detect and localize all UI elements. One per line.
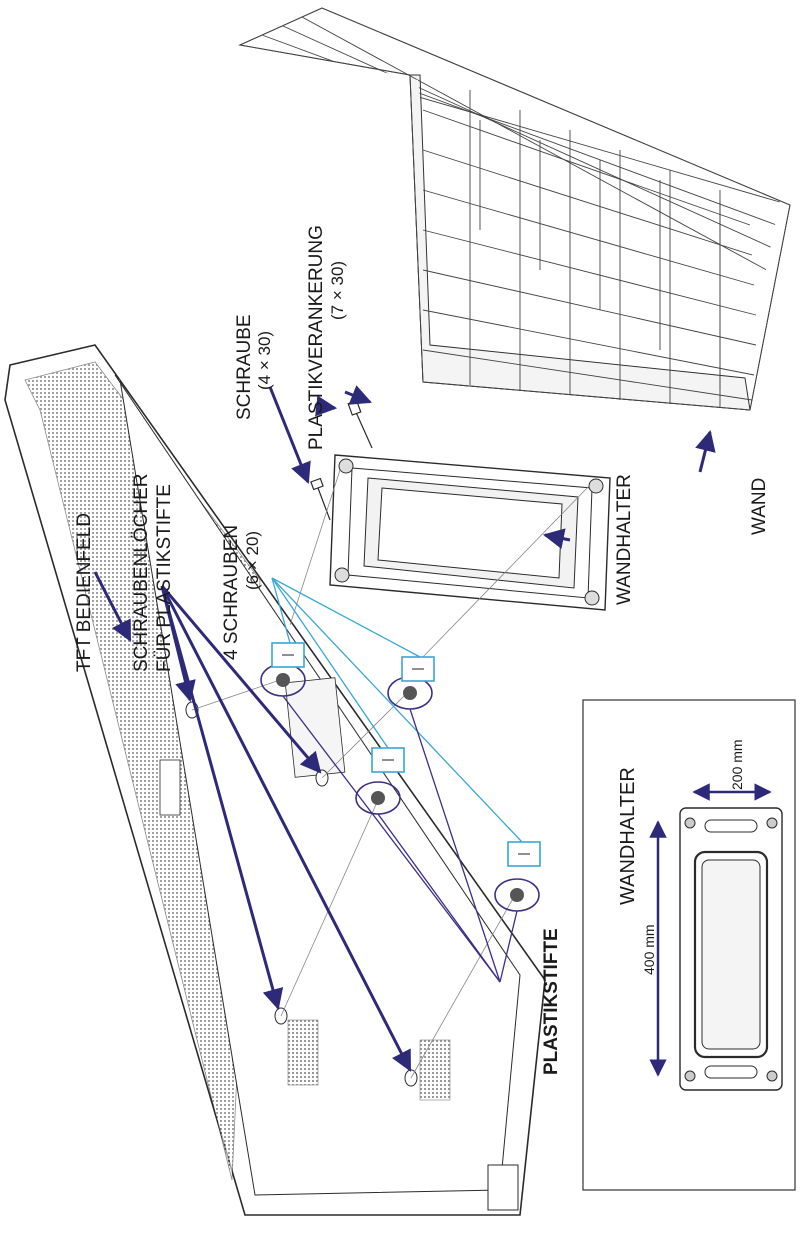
labels: TFT BEDIENFELD SCHRAUBENLÖCHER FÜR PLAST… xyxy=(74,225,770,1075)
wall-bracket-illustration xyxy=(329,454,611,611)
label-wall: WAND xyxy=(749,478,770,535)
bracket-dimension-inset: WANDHALTER 400 mm 200 mm xyxy=(582,699,796,1191)
label-wall-bracket: WANDHALTER xyxy=(614,474,635,605)
wall-illustration xyxy=(238,7,791,411)
label-tft-panel: TFT BEDIENFELD xyxy=(74,513,95,672)
label-anchor: PLASTIKVERANKERUNG xyxy=(306,225,327,450)
inset-dim-long: 400 mm xyxy=(641,924,657,975)
screw-glyphs xyxy=(282,654,530,855)
label-screw-holes-line1: SCHRAUBENLÖCHER xyxy=(131,474,152,672)
label-screw: SCHRAUBE xyxy=(234,314,255,420)
label-plastic-pins: PLASTIKSTIFTE xyxy=(541,928,562,1075)
callout-arrows xyxy=(93,395,716,1072)
alignment-lines xyxy=(191,469,591,1079)
inset-dim-short: 200 mm xyxy=(729,739,745,790)
screws-leader-lines xyxy=(271,577,523,843)
pins-leader-lines xyxy=(282,695,518,983)
inset-title: WANDHALTER xyxy=(617,767,639,905)
label-anchor-size: (7 × 30) xyxy=(328,261,347,320)
plastic-pin-bodies xyxy=(276,673,524,902)
label-four-screws: 4 SCHRAUBEN xyxy=(221,525,242,660)
tft-monitor-illustration xyxy=(4,344,546,1216)
label-four-screws-size: (6 × 20) xyxy=(243,531,262,590)
label-screw-holes-line2: FÜR PLASTIKSTIFTE xyxy=(154,484,175,672)
label-screw-size: (4 × 30) xyxy=(255,331,274,390)
